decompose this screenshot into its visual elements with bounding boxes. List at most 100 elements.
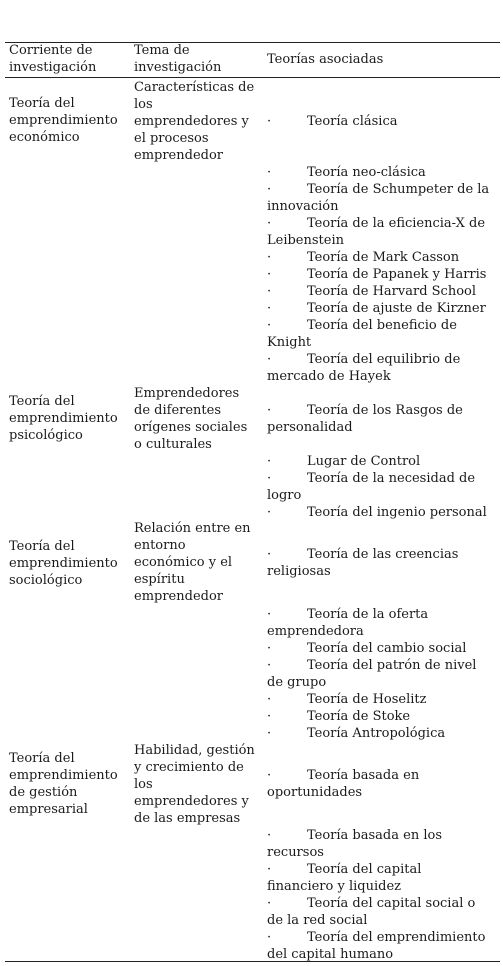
theory-text: innovación	[267, 199, 339, 214]
theory-text: Teoría del ingenio personal	[307, 505, 487, 520]
bullet-icon: ·	[267, 641, 272, 656]
theory-item: · Teoría de Papanek y Harris	[267, 266, 499, 283]
bullet-icon: ·	[267, 301, 272, 316]
bullet-icon: ·	[267, 828, 272, 843]
theory-item: · Teoría de Schumpeter de la innovación	[267, 181, 499, 215]
theory-text: Teoría de Stoke	[307, 709, 411, 724]
theory-item: · Teoría de la eficiencia-X de Leibenstein	[267, 215, 499, 249]
theory-item: · Teoría de la oferta emprendedora	[267, 606, 499, 640]
header-rule	[5, 77, 500, 78]
theory-text: Teoría de Mark Casson	[307, 250, 460, 265]
bullet-icon: ·	[267, 607, 272, 622]
theory-item: · Teoría de Harvard School	[267, 283, 499, 300]
bullet-icon: ·	[267, 403, 272, 418]
theory-text: Teoría de la eficiencia-X de	[307, 216, 486, 231]
bullet-icon: ·	[267, 250, 272, 265]
theory-item: · Lugar de Control	[267, 453, 499, 470]
theory-item: · Teoría de Mark Casson	[267, 249, 499, 266]
theory-item: · Teoría de las creencias religiosas	[267, 546, 499, 580]
theory-text: Teoría de los Rasgos de	[307, 403, 463, 418]
bullet-icon: ·	[267, 318, 272, 333]
theory-item: · Teoría Antropológica	[267, 725, 499, 742]
theory-text: financiero y liquidez	[267, 879, 401, 894]
theory-text: Teoría neo-clásica	[307, 165, 426, 180]
table-bottom-rule	[5, 961, 500, 962]
theory-text: Teoría de Harvard School	[307, 284, 477, 299]
theory-item: · Teoría clásica	[267, 113, 499, 130]
header-tema: Tema de investigación	[134, 43, 222, 75]
theory-text: Lugar de Control	[307, 454, 421, 469]
bullet-icon: ·	[267, 547, 272, 562]
theory-text: Teoría del capital social o	[307, 896, 476, 911]
bullet-icon: ·	[267, 709, 272, 724]
theory-text: Teoría de la necesidad de	[307, 471, 476, 486]
bullet-icon: ·	[267, 768, 272, 783]
header-corriente: Corriente de investigación	[9, 43, 97, 75]
bullet-icon: ·	[267, 726, 272, 741]
theory-text: oportunidades	[267, 785, 363, 800]
theory-text: Teoría de las creencias	[307, 547, 459, 562]
bullet-icon: ·	[267, 471, 272, 486]
theory-text: Leibenstein	[267, 233, 344, 248]
bullet-icon: ·	[267, 267, 272, 282]
theory-item: · Teoría de Hoselitz	[267, 691, 499, 708]
theory-text: Teoría Antropológica	[307, 726, 446, 741]
theory-text: Teoría del beneficio de	[307, 318, 457, 333]
table-top-rule	[5, 42, 500, 43]
bullet-icon: ·	[267, 505, 272, 520]
header-teorias: Teorías asociadas	[267, 52, 384, 67]
theory-text: religiosas	[267, 564, 331, 579]
theory-text: Teoría basada en los	[307, 828, 442, 843]
theory-item: · Teoría del ingenio personal	[267, 504, 499, 521]
theory-text: Teoría del emprendimiento	[307, 930, 486, 945]
theory-item: · Teoría de Stoke	[267, 708, 499, 725]
theory-text: Teoría del patrón de nivel	[307, 658, 477, 673]
theory-item: · Teoría de los Rasgos de personalidad	[267, 402, 499, 436]
theory-text: emprendedora	[267, 624, 364, 639]
bullet-icon: ·	[267, 454, 272, 469]
theory-text: mercado de Hayek	[267, 369, 391, 384]
theory-item: · Teoría del cambio social	[267, 640, 499, 657]
theory-item: · Teoría basada en oportunidades	[267, 767, 499, 801]
theory-text: personalidad	[267, 420, 353, 435]
bullet-icon: ·	[267, 165, 272, 180]
bullet-icon: ·	[267, 658, 272, 673]
theory-text: Teoría de la oferta	[307, 607, 429, 622]
theory-text: recursos	[267, 845, 324, 860]
theory-text: Teoría de Hoselitz	[307, 692, 427, 707]
bullet-icon: ·	[267, 216, 272, 231]
bullet-icon: ·	[267, 352, 272, 367]
theory-text: Teoría de ajuste de Kirzner	[307, 301, 486, 316]
theory-text: Teoría de Schumpeter de la	[307, 182, 490, 197]
bullet-icon: ·	[267, 284, 272, 299]
theory-item: · Teoría de la necesidad de logro	[267, 470, 499, 504]
theory-text: Teoría del cambio social	[307, 641, 467, 656]
bullet-icon: ·	[267, 692, 272, 707]
bullet-icon: ·	[267, 114, 272, 129]
theory-text: de grupo	[267, 675, 327, 690]
theory-text: Teoría basada en	[307, 768, 420, 783]
theory-text: del capital humano	[267, 947, 394, 962]
theory-text: Teoría de Papanek y Harris	[307, 267, 487, 282]
bullet-icon: ·	[267, 862, 272, 877]
theory-text: Teoría clásica	[307, 114, 398, 129]
theory-item: · Teoría basada en los recursos	[267, 827, 499, 861]
bullet-icon: ·	[267, 182, 272, 197]
theory-item: · Teoría neo-clásica	[267, 164, 499, 181]
theory-text: logro	[267, 488, 302, 503]
theory-item: · Teoría de ajuste de Kirzner	[267, 300, 499, 317]
theory-text: de la red social	[267, 913, 368, 928]
